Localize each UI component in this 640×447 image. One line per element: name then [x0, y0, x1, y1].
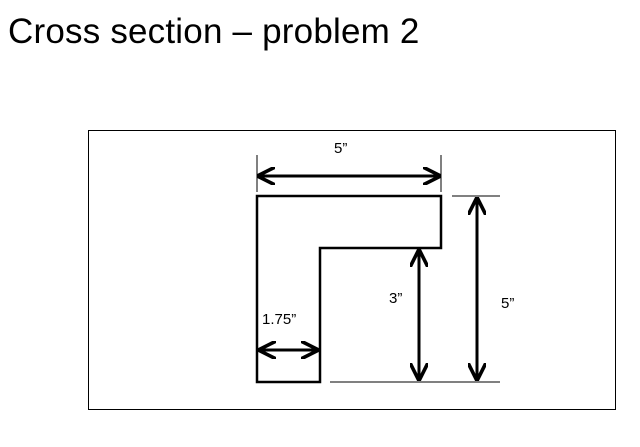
page-title: Cross section – problem 2 [8, 12, 420, 51]
figure-frame [88, 130, 616, 410]
total-height-label: 5” [501, 295, 515, 312]
stem-width-label: 1.75” [262, 311, 297, 328]
inner-height-label: 3” [389, 290, 403, 307]
l-shape-outline [255, 194, 443, 384]
top-width-label: 5” [334, 140, 348, 157]
